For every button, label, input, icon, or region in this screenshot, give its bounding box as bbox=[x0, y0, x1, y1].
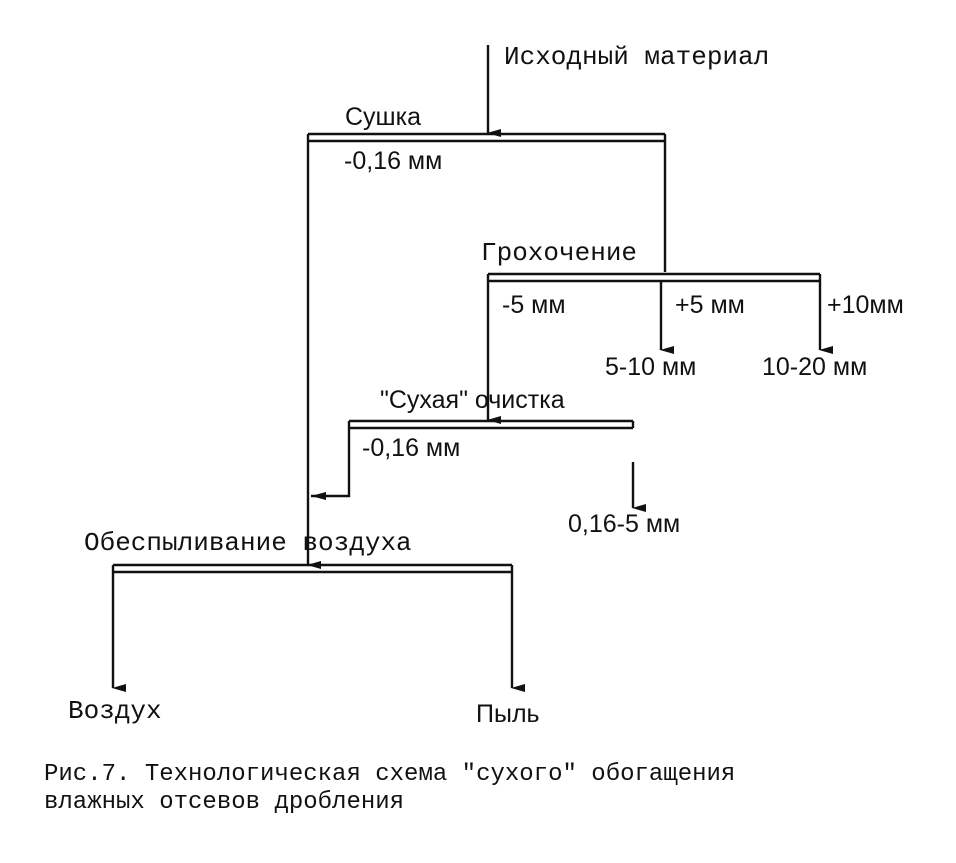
screening-bar bbox=[486, 272, 822, 283]
drying-label: Сушка bbox=[345, 103, 422, 131]
drying-fine-label: -0,16 мм bbox=[344, 147, 443, 175]
dust-label: Пыль bbox=[476, 700, 540, 728]
input-material-label: Исходный материал bbox=[504, 42, 770, 72]
dry-cleaning-bar bbox=[347, 419, 635, 430]
dedusting-bar bbox=[111, 563, 514, 574]
dry-cleaning-label: "Сухая" очистка bbox=[380, 386, 565, 414]
screening-plus5-label: +5 мм bbox=[675, 291, 745, 319]
caption-line-1: Рис.7. Технологическая схема "сухого" об… bbox=[44, 761, 736, 788]
dry-cleaning-fine-label: -0,16 мм bbox=[362, 434, 461, 462]
caption-line-2: влажных отсевов дробления bbox=[44, 789, 405, 816]
drying-bar bbox=[306, 132, 667, 143]
product-10-20-label: 10-20 мм bbox=[762, 353, 868, 381]
screening-minus5-label: -5 мм bbox=[502, 291, 566, 319]
screening-label: Грохочение bbox=[481, 238, 638, 268]
screening-plus10-label: +10мм bbox=[827, 291, 904, 319]
product-5-10-label: 5-10 мм bbox=[605, 353, 697, 381]
product-0-16-5-label: 0,16-5 мм bbox=[568, 510, 681, 538]
dedusting-label: Обеспыливание воздуха bbox=[84, 528, 412, 558]
air-label: Воздух bbox=[68, 696, 162, 726]
dry-cleaning-fine-arrow bbox=[311, 428, 351, 500]
